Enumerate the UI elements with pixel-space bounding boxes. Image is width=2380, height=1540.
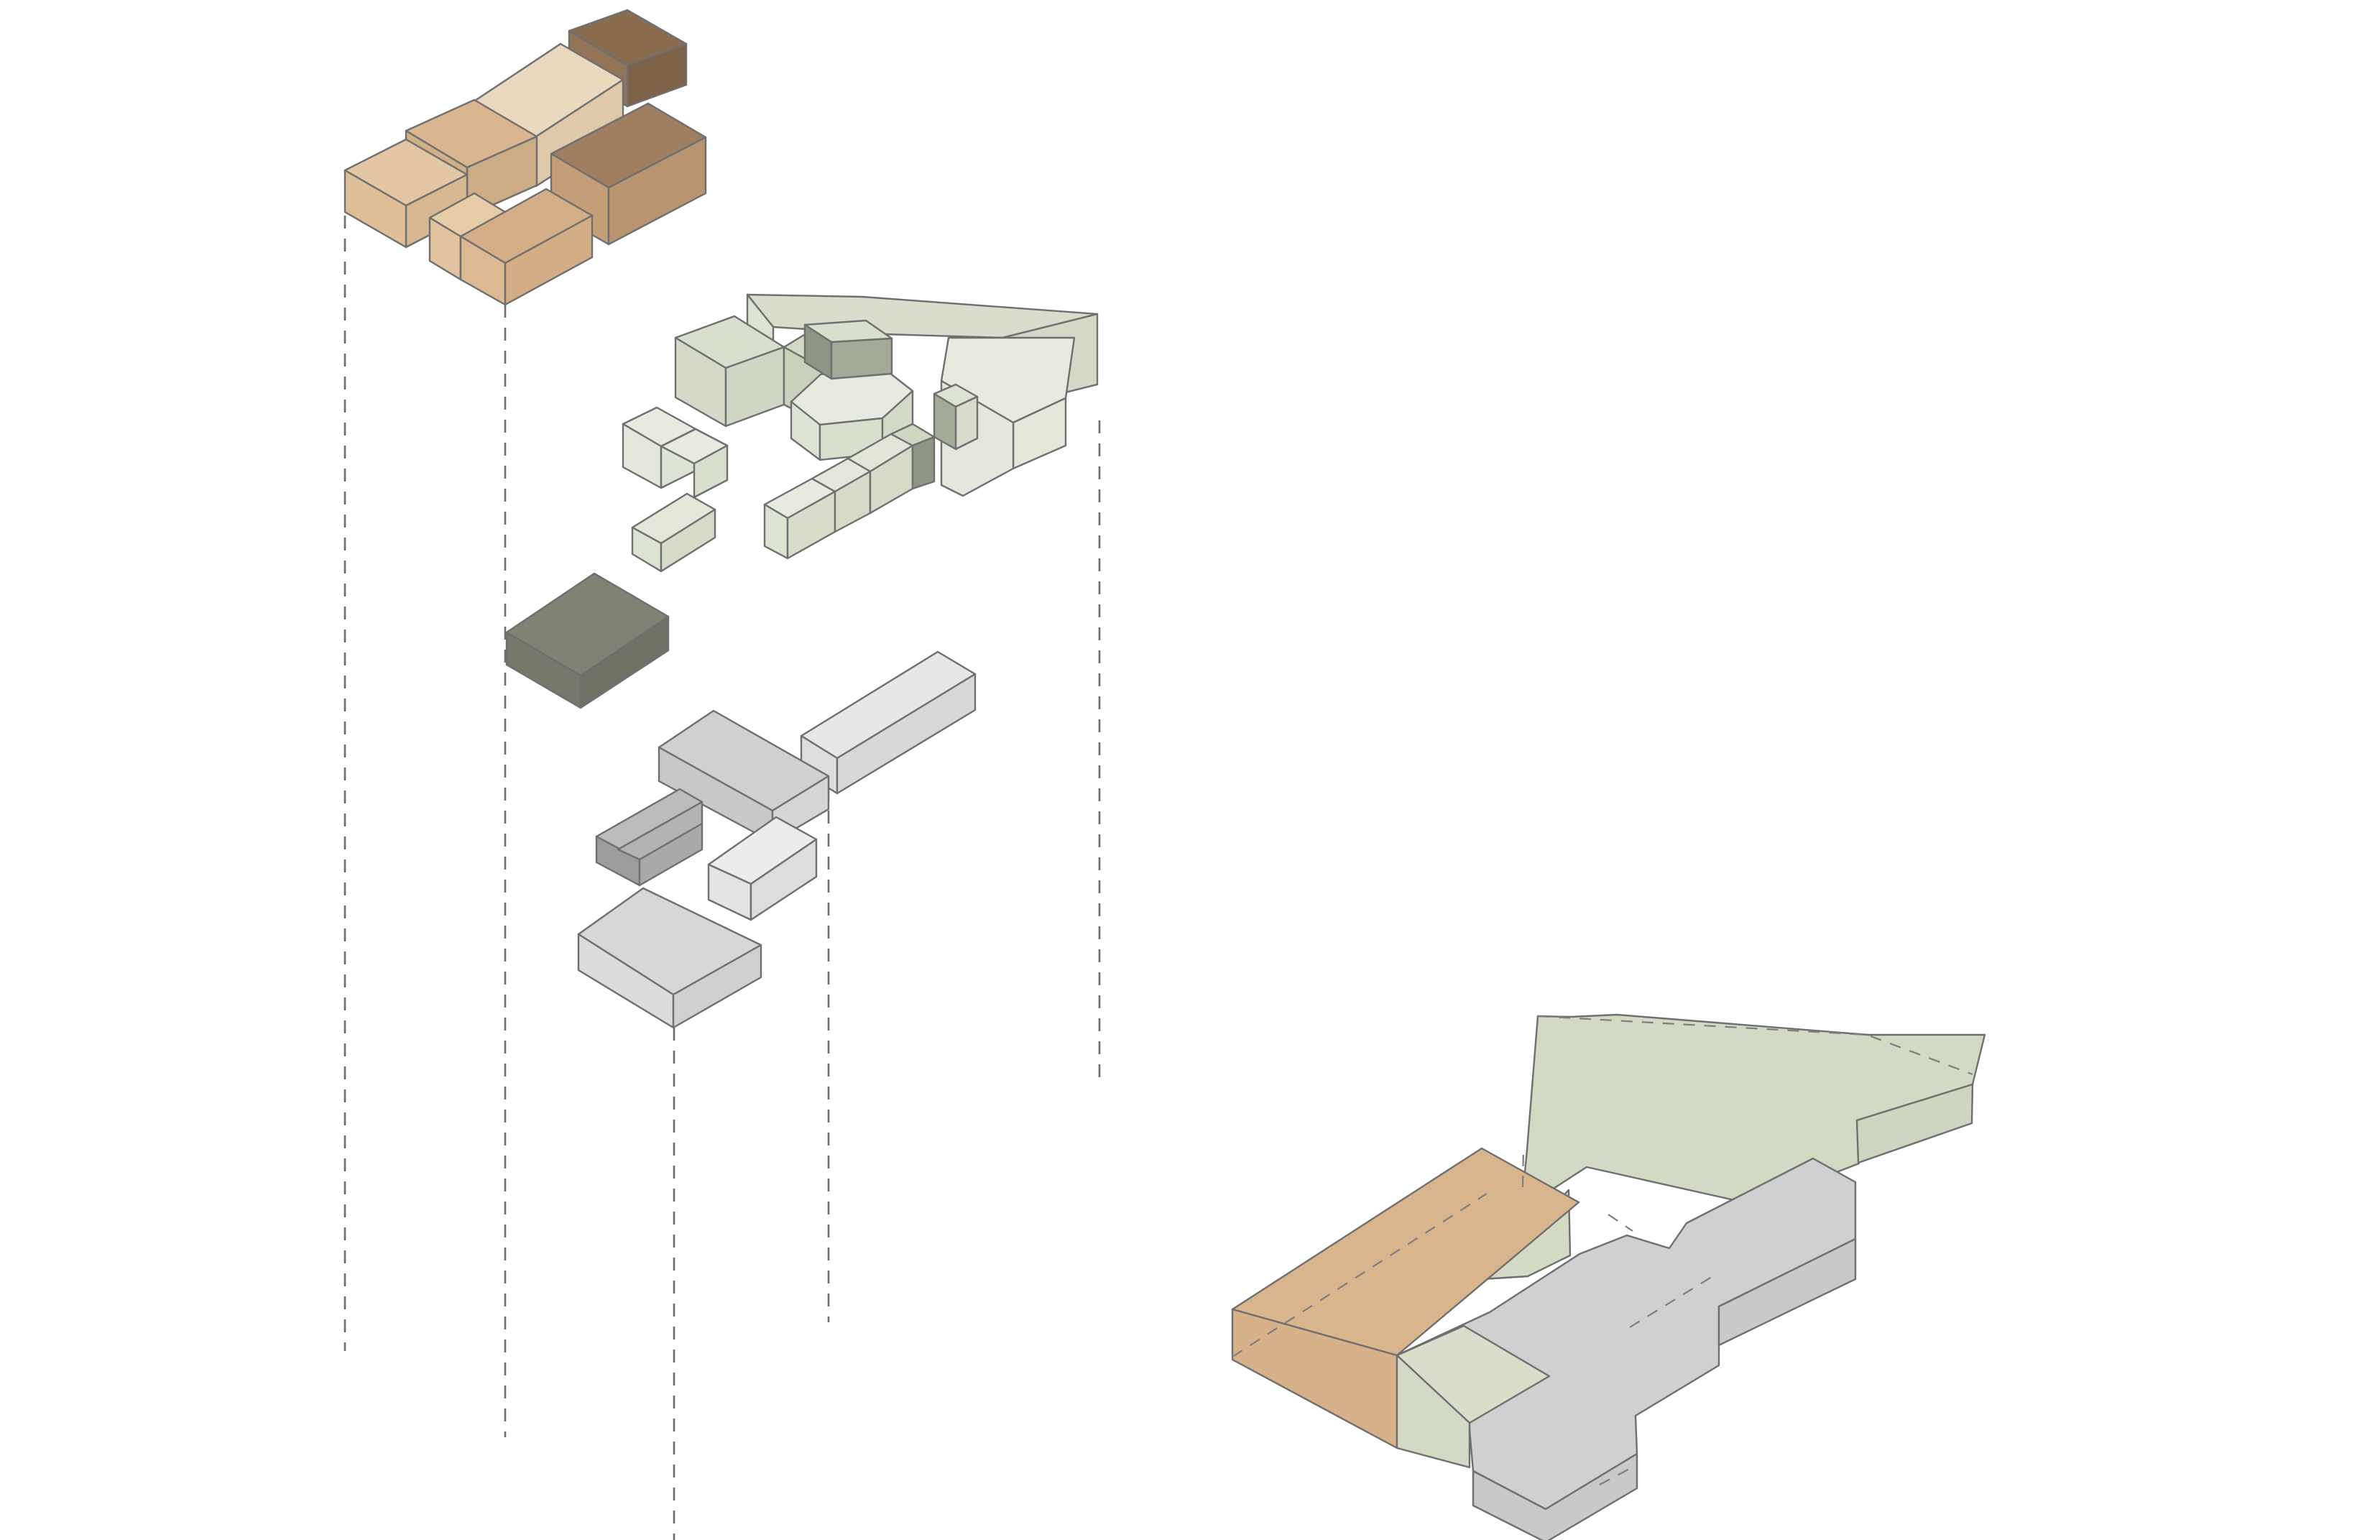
- assembled-sage-inset: [1396, 1324, 1551, 1469]
- sage-left-box: [674, 315, 785, 428]
- tan-cluster: [343, 9, 707, 306]
- grey-cluster: [577, 650, 977, 1029]
- assembled-hidden-edges: [1232, 1015, 1973, 1485]
- sage-center-tower: [803, 319, 893, 380]
- tan-block-dark-right: [550, 102, 707, 246]
- assembled-grey-volume: [1396, 1157, 1857, 1540]
- sage-cluster: [622, 293, 1099, 573]
- tan-block-left: [343, 138, 469, 249]
- grey-small-light: [707, 816, 818, 921]
- sage-oval-block: [790, 366, 914, 461]
- grey-long-right: [800, 650, 977, 795]
- sage-right-small-step: [933, 383, 979, 451]
- charcoal-block: [505, 572, 670, 709]
- grey-front-square: [577, 887, 762, 1029]
- sage-front-row: [763, 423, 936, 560]
- tan-block-front-long: [459, 188, 594, 306]
- sage-small-front: [631, 492, 716, 573]
- sage-small-left-pair: [622, 406, 729, 499]
- assembled-tan-volume: [1231, 1147, 1580, 1449]
- assembled-volume: [1231, 1013, 1986, 1540]
- grey-small-dark: [595, 788, 704, 887]
- guide-lines: [343, 216, 1101, 1540]
